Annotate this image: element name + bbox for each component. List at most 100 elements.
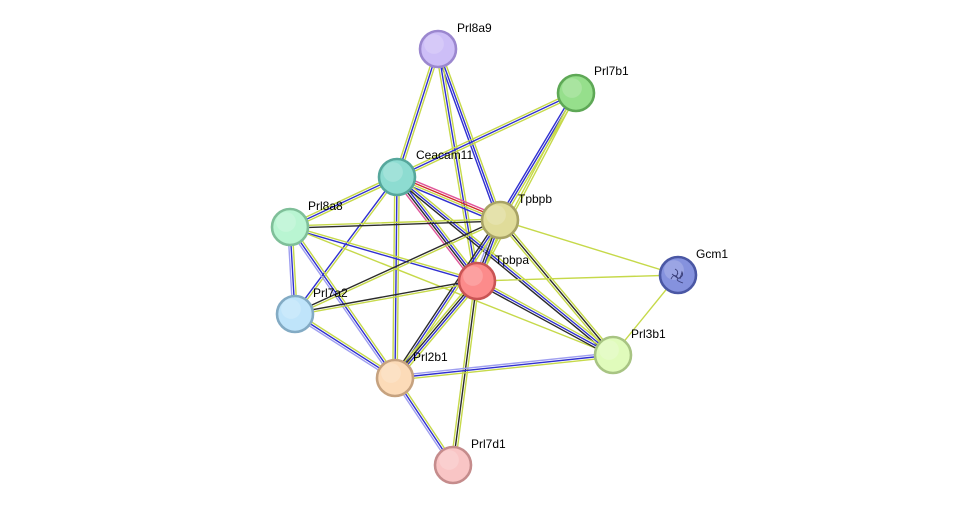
edge-channel-database <box>289 176 398 228</box>
edge-Ceacam11-Prl7a2[interactable] <box>293 175 399 316</box>
edge-Tpbpb-Prl3b1[interactable] <box>497 217 616 358</box>
edge-channel-textmining <box>294 220 502 316</box>
edge-Tpbpb-Prl7a2[interactable] <box>293 218 502 316</box>
edge-channel-textmining <box>397 94 578 180</box>
edge-channel-database <box>394 354 614 379</box>
edge-channel-coexpression <box>395 176 477 283</box>
edge-Prl8a8-Prl2b1[interactable] <box>287 225 398 380</box>
node-prl8a9[interactable] <box>418 29 458 69</box>
edge-channel-textmining <box>396 282 481 381</box>
edge-channel-database <box>289 226 396 379</box>
edge-Tpbpa-Gcm1[interactable] <box>476 274 679 282</box>
edge-channel-textmining <box>394 47 437 178</box>
node-highlight <box>486 205 506 225</box>
edge-Prl8a9-Tpbpb[interactable] <box>435 47 503 222</box>
edge-channel-textmining <box>396 176 400 379</box>
edge-channel-database <box>396 92 577 178</box>
edge-Ceacam11-Prl8a8[interactable] <box>288 174 399 230</box>
node-highlight <box>664 260 684 280</box>
node-gcm1[interactable] <box>658 255 698 295</box>
edge-Prl8a8-Tpbpa[interactable] <box>288 225 479 283</box>
edge-channel-textmining <box>290 178 399 230</box>
edge-Prl3b1-Prl2b1[interactable] <box>394 352 614 381</box>
edge-Prl7a2-Prl2b1[interactable] <box>293 311 397 381</box>
edge-channel-homology <box>293 315 395 381</box>
edge-channel-textmining <box>477 278 615 354</box>
edge-Ceacam11-Prl3b1[interactable] <box>394 174 616 358</box>
edge-channel-database <box>435 49 499 222</box>
node-highlight <box>276 212 296 232</box>
node-tpbpb[interactable] <box>480 200 520 240</box>
edge-channel-textmining <box>392 176 396 379</box>
edge-channel-coexpression <box>392 218 499 378</box>
edge-channel-textmining <box>394 356 614 381</box>
edge-channel-textmining <box>497 220 613 358</box>
node-label-prl7b1: Prl7b1 <box>594 64 629 78</box>
edge-channel-textmining <box>499 219 679 276</box>
edge-Tpbpa-Prl3b1[interactable] <box>475 278 615 358</box>
edge-channel-database <box>394 176 398 379</box>
node-prl2b1[interactable] <box>375 358 415 398</box>
edge-channel-database <box>397 175 479 282</box>
network-nodes <box>270 29 698 485</box>
node-label-gcm1: Gcm1 <box>696 247 728 261</box>
node-highlight <box>383 162 403 182</box>
node-highlight <box>281 299 301 319</box>
edge-Prl8a9-Ceacam11[interactable] <box>394 47 441 179</box>
node-prl3b1[interactable] <box>593 335 633 375</box>
node-label-prl3b1: Prl3b1 <box>631 327 666 341</box>
edge-Tpbpb-Gcm1[interactable] <box>499 219 679 276</box>
edge-channel-homology <box>394 352 614 377</box>
edge-channel-database <box>437 48 501 221</box>
edge-Prl8a9-Tpbpa[interactable] <box>435 47 480 283</box>
node-prl7b1[interactable] <box>556 73 596 113</box>
node-label-tpbpa: Tpbpa <box>495 253 529 267</box>
edge-channel-textmining <box>395 90 576 176</box>
edge-channel-coexpression <box>289 220 501 229</box>
node-label-prl7a2: Prl7a2 <box>313 286 348 300</box>
node-tpbpa[interactable] <box>457 261 497 301</box>
edge-channel-database <box>437 48 478 282</box>
edge-channel-textmining <box>439 47 503 220</box>
edge-channel-coexpression <box>293 218 501 314</box>
node-highlight <box>562 78 582 98</box>
node-circle <box>375 358 415 398</box>
node-highlight <box>381 363 401 383</box>
edge-channel-database <box>396 48 439 178</box>
edge-channel-textmining <box>477 92 578 283</box>
edge-channel-textmining <box>476 274 679 282</box>
edge-channel-database <box>476 280 614 356</box>
edge-channel-database <box>497 91 575 220</box>
node-label-prl2b1: Prl2b1 <box>413 350 448 364</box>
edge-channel-textmining <box>397 174 616 355</box>
edge-channel-coexpression <box>394 177 613 358</box>
node-ceacam11[interactable] <box>377 157 417 197</box>
node-circle <box>377 157 417 197</box>
node-circle <box>275 294 315 334</box>
edge-channel-database <box>396 176 614 356</box>
edge-Tpbpa-Prl7a2[interactable] <box>294 279 478 316</box>
edge-Prl7b1-Ceacam11[interactable] <box>395 90 578 180</box>
edge-Prl8a8-Tpbpb[interactable] <box>289 218 501 229</box>
edge-channel-textmining <box>289 218 501 227</box>
edge-Ceacam11-Prl2b1[interactable] <box>392 176 400 379</box>
node-circle <box>593 335 633 375</box>
edge-channel-textmining <box>291 225 398 378</box>
node-circle <box>556 73 596 113</box>
node-prl7d1[interactable] <box>433 445 473 485</box>
node-highlight <box>439 450 459 470</box>
node-label-prl8a8: Prl8a8 <box>308 199 343 213</box>
edge-channel-database <box>294 313 396 379</box>
edge-channel-homology <box>287 227 394 380</box>
node-circle <box>658 255 698 295</box>
edge-channel-coexpression <box>475 282 613 358</box>
edge-Prl8a8-Prl3b1[interactable] <box>289 226 614 356</box>
edge-channel-textmining <box>289 226 614 356</box>
node-highlight <box>424 34 444 54</box>
edge-channel-textmining <box>289 225 479 281</box>
node-prl8a8[interactable] <box>270 207 310 247</box>
edge-Tpbpa-Prl2b1[interactable] <box>391 278 481 381</box>
node-prl7a2[interactable] <box>275 294 315 334</box>
